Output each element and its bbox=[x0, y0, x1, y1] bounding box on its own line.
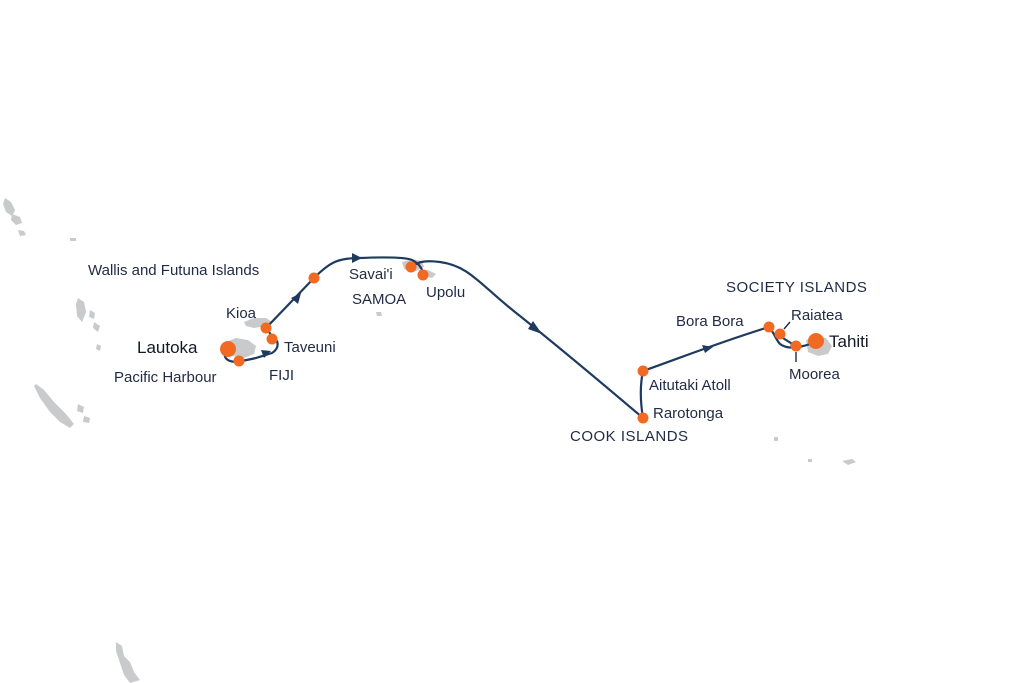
vanuatu-island-8 bbox=[96, 344, 101, 351]
vanuatu-island-3 bbox=[18, 230, 26, 236]
port-marker-tahiti[interactable] bbox=[808, 333, 824, 349]
label-bora-bora: Bora Bora bbox=[676, 313, 744, 330]
route-arrow-kioa-wallis bbox=[291, 293, 301, 304]
label-fiji: FIJI bbox=[269, 367, 294, 384]
vanuatu-island-7 bbox=[93, 322, 100, 332]
route-bora-bora-tahiti bbox=[767, 325, 818, 349]
port-labels: Lautoka Pacific Harbour FIJI Kioa Taveun… bbox=[88, 262, 869, 445]
route-aitutaki-bora-bora bbox=[641, 325, 771, 373]
label-cook-islands: COOK ISLANDS bbox=[570, 428, 689, 445]
route-wallis-samoa bbox=[312, 256, 425, 280]
port-marker-savaii[interactable] bbox=[405, 261, 417, 273]
austral-island-2 bbox=[808, 459, 812, 462]
label-kioa: Kioa bbox=[226, 305, 257, 322]
label-rarotonga: Rarotonga bbox=[653, 405, 724, 422]
port-marker-rarotonga[interactable] bbox=[637, 412, 649, 424]
port-marker-bora-bora[interactable] bbox=[763, 321, 775, 333]
label-aitutaki: Aitutaki Atoll bbox=[649, 377, 731, 394]
austral-island-1 bbox=[774, 437, 778, 441]
port-marker-taveuni[interactable] bbox=[266, 333, 278, 345]
port-marker-moorea[interactable] bbox=[790, 340, 802, 352]
port-marker-lautoka[interactable] bbox=[220, 341, 236, 357]
route-kioa-wallis bbox=[264, 276, 316, 330]
port-marker-raiatea[interactable] bbox=[774, 328, 786, 340]
port-marker-kioa[interactable] bbox=[260, 322, 272, 334]
label-wallis-futuna: Wallis and Futuna Islands bbox=[88, 262, 259, 279]
label-lautoka: Lautoka bbox=[137, 338, 198, 357]
vanuatu-island-4 bbox=[70, 238, 76, 241]
vanuatu-island-1 bbox=[3, 198, 15, 216]
label-samoa: SAMOA bbox=[352, 291, 406, 308]
route-arrow-fiji bbox=[261, 350, 271, 358]
austral-island-3 bbox=[842, 459, 856, 465]
label-society-islands: SOCIETY ISLANDS bbox=[726, 279, 867, 296]
loyalty-island bbox=[77, 404, 84, 413]
leader-raiatea bbox=[783, 321, 791, 330]
new-zealand-north bbox=[116, 642, 140, 683]
label-savaii: Savai'i bbox=[349, 266, 393, 283]
route-samoa-rarotonga bbox=[410, 260, 645, 420]
label-raiatea: Raiatea bbox=[791, 307, 843, 324]
route-arrow-samoa-cook bbox=[528, 321, 542, 334]
vanuatu-island-6 bbox=[89, 310, 95, 319]
label-tahiti: Tahiti bbox=[829, 332, 869, 351]
label-moorea: Moorea bbox=[789, 366, 841, 383]
vanuatu-island-5 bbox=[76, 298, 86, 322]
route-rarotonga-aitutaki bbox=[639, 369, 645, 420]
new-caledonia bbox=[34, 384, 74, 428]
port-marker-upolu[interactable] bbox=[417, 269, 429, 281]
tonga-island bbox=[376, 312, 382, 316]
port-marker-wallis[interactable] bbox=[308, 272, 320, 284]
port-marker-aitutaki[interactable] bbox=[637, 365, 649, 377]
loyalty-island-2 bbox=[83, 416, 90, 423]
route-arrow-wallis-samoa bbox=[352, 253, 362, 263]
label-pacific-harbour: Pacific Harbour bbox=[114, 369, 217, 386]
vanuatu-island-2 bbox=[11, 214, 22, 225]
label-upolu: Upolu bbox=[426, 284, 465, 301]
port-markers bbox=[220, 261, 824, 424]
port-marker-pacific-harbour[interactable] bbox=[233, 355, 245, 367]
route-arrow-cook-society bbox=[702, 345, 713, 353]
label-taveuni: Taveuni bbox=[284, 339, 336, 356]
